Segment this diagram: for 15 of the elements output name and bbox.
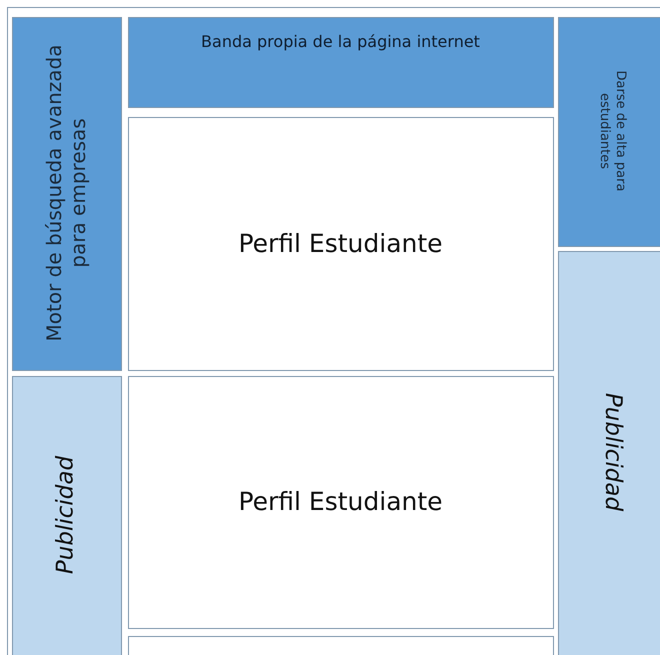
panel-label: Motor de búsqueda avanzada para empresas	[41, 44, 91, 343]
signup-panel	[558, 16, 660, 246]
profile-panel	[128, 116, 554, 370]
header-banner	[128, 16, 554, 108]
ad-panel	[12, 376, 122, 655]
panel-label: Publicidad	[51, 454, 80, 576]
page-frame	[7, 7, 660, 655]
ad-panel	[558, 250, 660, 655]
profile-panel	[128, 376, 554, 628]
panel-label: Publicidad	[598, 392, 627, 514]
panel-label: Perfil Estudiante	[237, 228, 444, 260]
sidebar-panel	[12, 16, 122, 370]
panel-label: Darse de alta para estudiantes	[596, 70, 629, 194]
panel-label: Perfil Estudiante	[237, 486, 444, 518]
panel-label: Banda propia de la página internet	[200, 32, 481, 51]
